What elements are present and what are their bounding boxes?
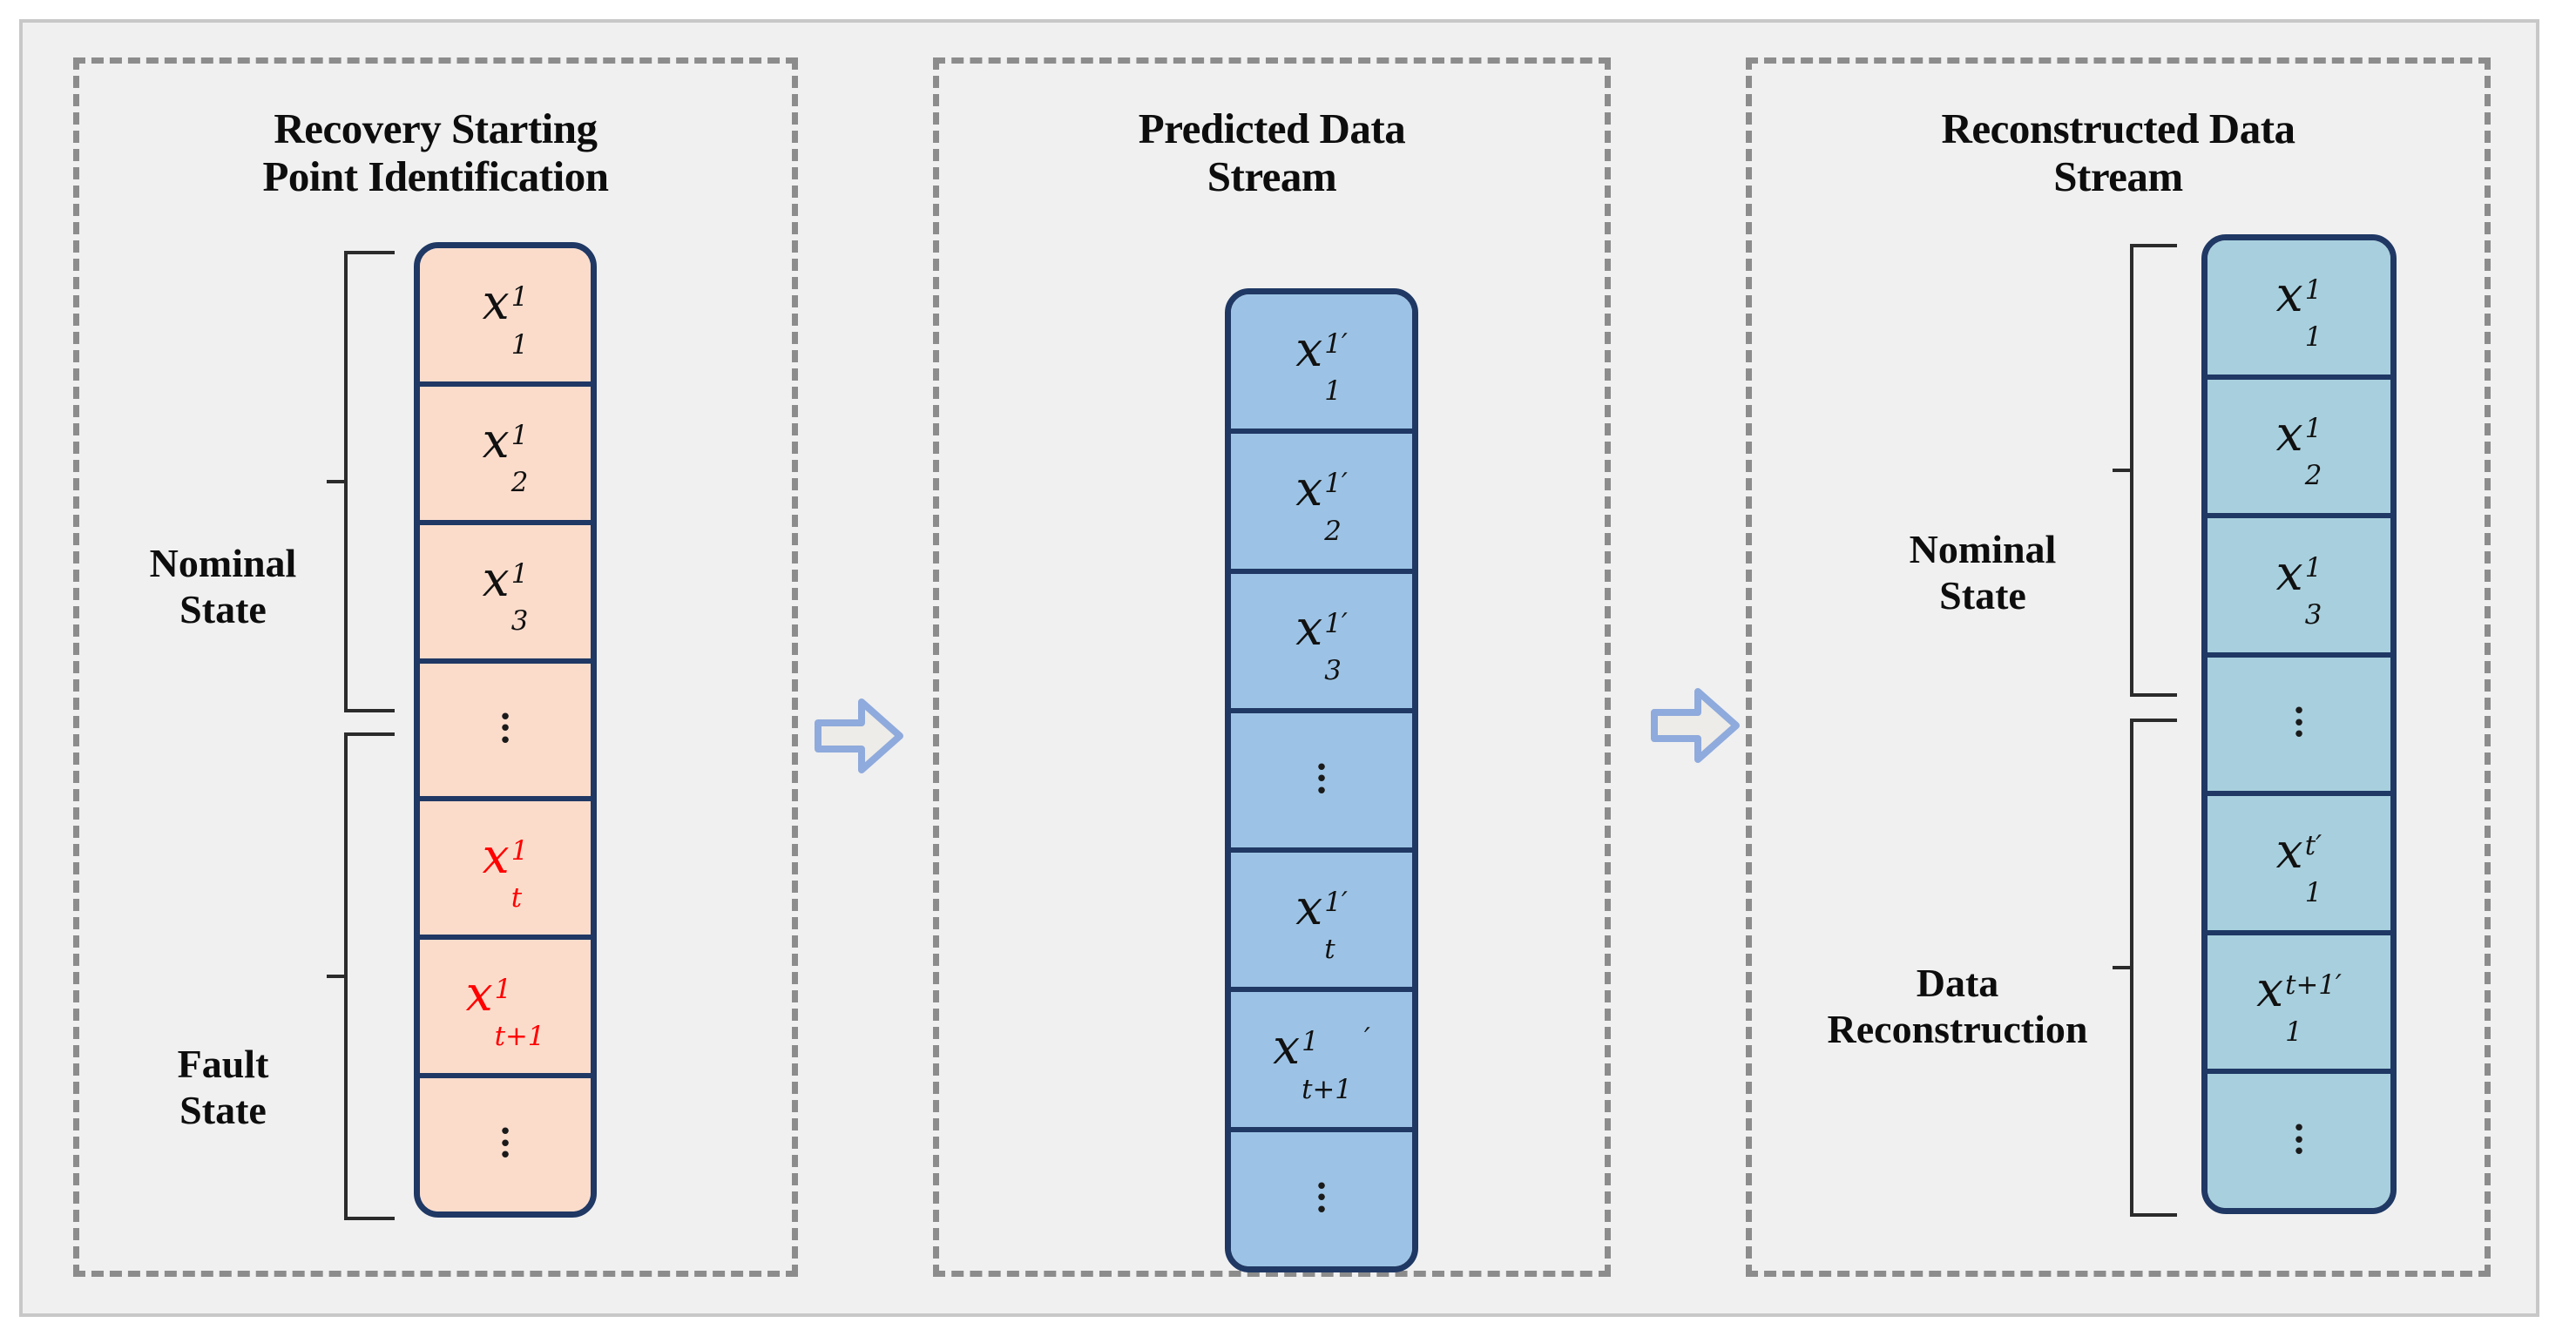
bracket-nominal-state-3 <box>2130 244 2177 697</box>
vertical-ellipsis-icon: ••• <box>1315 754 1329 805</box>
vertical-ellipsis-icon: ••• <box>498 1119 512 1170</box>
figure-container: Recovery Starting Point Identification N… <box>19 19 2539 1317</box>
cell-2-6-ellipsis[interactable]: ••• <box>1231 1131 1412 1266</box>
label-data-reconstruction-line2: Reconstruction <box>1827 1006 2088 1051</box>
label-nominal-state-1: Nominal State <box>114 541 332 633</box>
cell-1-3-ellipsis[interactable]: ••• <box>420 663 591 802</box>
panel-2-title: Predicted Data Stream <box>939 105 1605 201</box>
cell-3-6-ellipsis[interactable]: ••• <box>2208 1074 2390 1208</box>
bracket-data-reconstruction <box>2130 719 2177 1217</box>
panel-3-title: Reconstructed Data Stream <box>1752 105 2485 201</box>
panel-2-title-line1: Predicted Data <box>1138 105 1406 152</box>
cell-2-3-ellipsis[interactable]: ••• <box>1231 712 1412 854</box>
label-data-reconstruction-line1: Data <box>1916 961 1999 1005</box>
panel-3-title-line1: Reconstructed Data <box>1941 105 2295 152</box>
label-nominal-state-1-line2: State <box>179 586 267 631</box>
panel-reconstructed-data-stream: Reconstructed Data Stream Nominal State … <box>1746 57 2491 1277</box>
vertical-ellipsis-icon: ••• <box>2292 1115 2306 1166</box>
label-fault-state-1: Fault State <box>114 1042 332 1134</box>
label-nominal-state-3: Nominal State <box>1874 527 2092 619</box>
bracket-nominal-state-1 <box>344 251 395 712</box>
label-nominal-state-3-line2: State <box>1939 572 2026 618</box>
bracket-fault-state-1 <box>344 732 395 1220</box>
label-data-reconstruction: Data Reconstruction <box>1788 961 2126 1053</box>
panel-1-title-line2: Point Identification <box>262 152 609 200</box>
vertical-ellipsis-icon: ••• <box>498 704 512 754</box>
vertical-ellipsis-icon: ••• <box>1315 1173 1329 1224</box>
panel-1-title-line1: Recovery Starting <box>274 105 598 152</box>
vertical-ellipsis-icon: ••• <box>2292 698 2306 749</box>
label-fault-state-1-line2: State <box>179 1087 267 1132</box>
cell-3-3-ellipsis[interactable]: ••• <box>2208 657 2390 797</box>
label-nominal-state-1-line1: Nominal <box>149 541 297 585</box>
label-nominal-state-3-line1: Nominal <box>1909 527 2057 571</box>
cell-1-6-ellipsis[interactable]: ••• <box>420 1078 591 1211</box>
arrow-2-icon <box>1651 688 1740 763</box>
label-fault-state-1-line1: Fault <box>177 1042 269 1086</box>
panel-recovery-starting-point-identification: Recovery Starting Point Identification N… <box>73 57 798 1277</box>
panel-3-title-line2: Stream <box>2053 152 2183 200</box>
panel-1-title: Recovery Starting Point Identification <box>79 105 792 201</box>
panel-2-title-line2: Stream <box>1207 152 1337 200</box>
arrow-1-icon <box>815 698 903 773</box>
